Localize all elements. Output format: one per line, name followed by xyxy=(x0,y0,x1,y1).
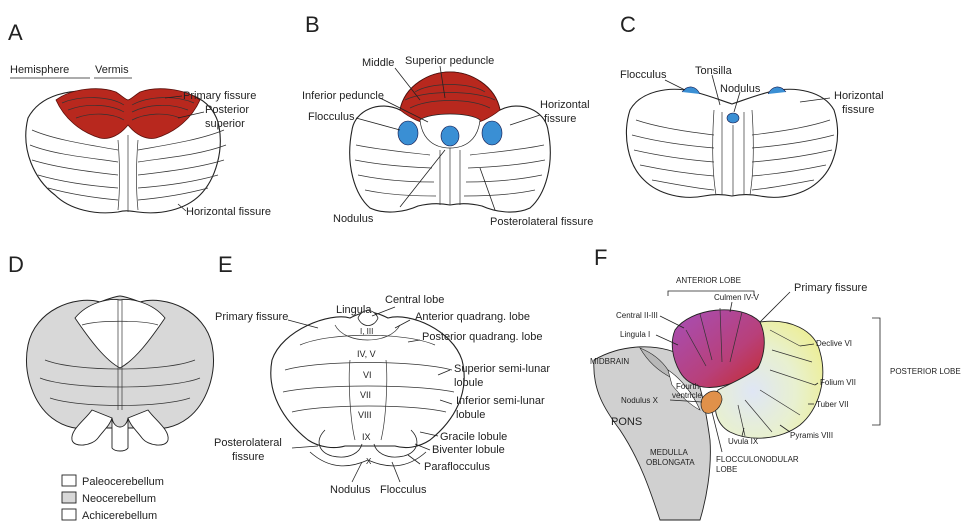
middle-label: Middle xyxy=(362,57,394,69)
tonsilla-label: Tonsilla xyxy=(695,65,733,77)
pons-label: PONS xyxy=(611,416,642,428)
nodulus-e-label: Nodulus xyxy=(330,484,371,496)
nodulus-b xyxy=(441,126,459,146)
flocculus-e-label: Flocculus xyxy=(380,484,427,496)
superior-peduncle-label: Superior peduncle xyxy=(405,55,494,67)
lingula-f-label: Lingula I xyxy=(620,330,650,339)
fissure-e-label: fissure xyxy=(232,451,264,463)
panel-d: D Paleocerebellum Neocerebellum Achicere… xyxy=(8,252,213,522)
roman-9: IX xyxy=(362,432,371,442)
fourth-label: Fourth xyxy=(676,382,699,391)
panel-e-letter: E xyxy=(218,252,233,277)
inferior-peduncle-label: Inferior peduncle xyxy=(302,90,384,102)
tuber-label: Tuber VII xyxy=(816,400,849,409)
flocculus-b-label: Flocculus xyxy=(308,111,355,123)
posterolateral-fissure-b-label: Posterolateral fissure xyxy=(490,216,593,228)
horizontal-b-label: Horizontal xyxy=(540,99,590,111)
nodulus-c-label: Nodulus xyxy=(720,83,761,95)
hemisphere-label: Hemisphere xyxy=(10,64,69,76)
flocculus-c-label: Flocculus xyxy=(620,69,667,81)
flocculus-left-b xyxy=(398,121,418,145)
posterior-label: Posterior xyxy=(205,104,249,116)
central-lobe-label: Central lobe xyxy=(385,294,444,306)
primary-fissure-e-label: Primary fissure xyxy=(215,311,288,323)
declive-label: Declive VI xyxy=(816,339,852,348)
gracile-label: Gracile lobule xyxy=(440,431,507,443)
flocculus-right-b xyxy=(482,121,502,145)
posterolateral-e-label: Posterolateral xyxy=(214,437,282,449)
superior-semi-label: Superior semi-lunar xyxy=(454,363,550,375)
roman-6: VI xyxy=(363,370,372,380)
posterior-quad-label: Posterior quadrang. lobe xyxy=(422,331,542,343)
culmen-label: Culmen IV-V xyxy=(714,293,760,302)
legend-paleocerebellum: Paleocerebellum xyxy=(82,476,164,488)
flocculonodular-label: FLOCCULONODULAR xyxy=(716,455,799,464)
legend-achicerebellum: Achicerebellum xyxy=(82,510,157,522)
panel-c: C Flocculus Tonsilla Nodulus Horizontal … xyxy=(620,12,884,197)
ventricle-label: ventricle xyxy=(672,391,702,400)
lobule-1-label: lobule xyxy=(454,377,483,389)
panel-a-letter: A xyxy=(8,20,23,45)
legend-swatch-achi xyxy=(62,509,76,520)
lobe-f-label: LOBE xyxy=(716,465,737,474)
panel-c-letter: C xyxy=(620,12,636,37)
primary-fissure-f-label: Primary fissure xyxy=(794,282,867,294)
medulla-label: MEDULLA xyxy=(650,448,688,457)
uvula-label: Uvula IX xyxy=(728,437,759,446)
horizontal-c-label: Horizontal xyxy=(834,90,884,102)
roman-7: VII xyxy=(360,390,371,400)
superior-label: superior xyxy=(205,118,245,130)
panel-f-letter: F xyxy=(594,245,607,270)
pyramis-label: Pyramis VIII xyxy=(790,431,833,440)
nodulus-b-label: Nodulus xyxy=(333,213,374,225)
folium-label: Folium VII xyxy=(820,378,856,387)
lobule-2-label: lobule xyxy=(456,409,485,421)
midbrain-label: MIDBRAIN xyxy=(590,357,629,366)
legend-neocerebellum: Neocerebellum xyxy=(82,493,156,505)
roman-8: VIII xyxy=(358,410,372,420)
anterior-lobe-label: ANTERIOR LOBE xyxy=(676,276,741,285)
primary-fissure-a-label: Primary fissure xyxy=(183,90,256,102)
legend-swatch-paleo xyxy=(62,475,76,486)
inferior-semi-label: Inferior semi-lunar xyxy=(456,395,545,407)
fissure-b-label: fissure xyxy=(544,113,576,125)
fissure-c-label: fissure xyxy=(842,104,874,116)
legend-swatch-neo xyxy=(62,492,76,503)
panel-e: E I, III IV, V VI VII VIII IX X Lingula … xyxy=(214,252,550,496)
vermis-label: Vermis xyxy=(95,64,129,76)
horizontal-fissure-a-label: Horizontal fissure xyxy=(186,206,271,218)
roman-1-3: I, III xyxy=(360,327,373,336)
panel-d-letter: D xyxy=(8,252,24,277)
panel-b: B Middle Superior peduncle Inferior pedu… xyxy=(302,12,593,228)
panel-a: A Hemisphere Vermis Primary fissure Post… xyxy=(8,20,271,218)
paraflocculus-label: Paraflocculus xyxy=(424,461,491,473)
oblongata-label: OBLONGATA xyxy=(646,458,695,467)
central-label: Central II-III xyxy=(616,311,658,320)
lingula-e-label: Lingula xyxy=(336,304,372,316)
panel-f: F ANTERIOR LOBE Culmen IV-V Primary fiss… xyxy=(590,245,961,520)
biventer-label: Biventer lobule xyxy=(432,444,505,456)
roman-4-5: IV, V xyxy=(357,349,376,359)
anterior-quad-label: Anterior quadrang. lobe xyxy=(415,311,530,323)
nodulus-c xyxy=(727,113,739,123)
posterior-lobe-label: POSTERIOR LOBE xyxy=(890,367,961,376)
panel-b-letter: B xyxy=(305,12,320,37)
legend-d: Paleocerebellum Neocerebellum Achicerebe… xyxy=(62,475,164,522)
nodulus-f-label: Nodulus X xyxy=(621,396,659,405)
roman-10: X xyxy=(366,457,372,466)
